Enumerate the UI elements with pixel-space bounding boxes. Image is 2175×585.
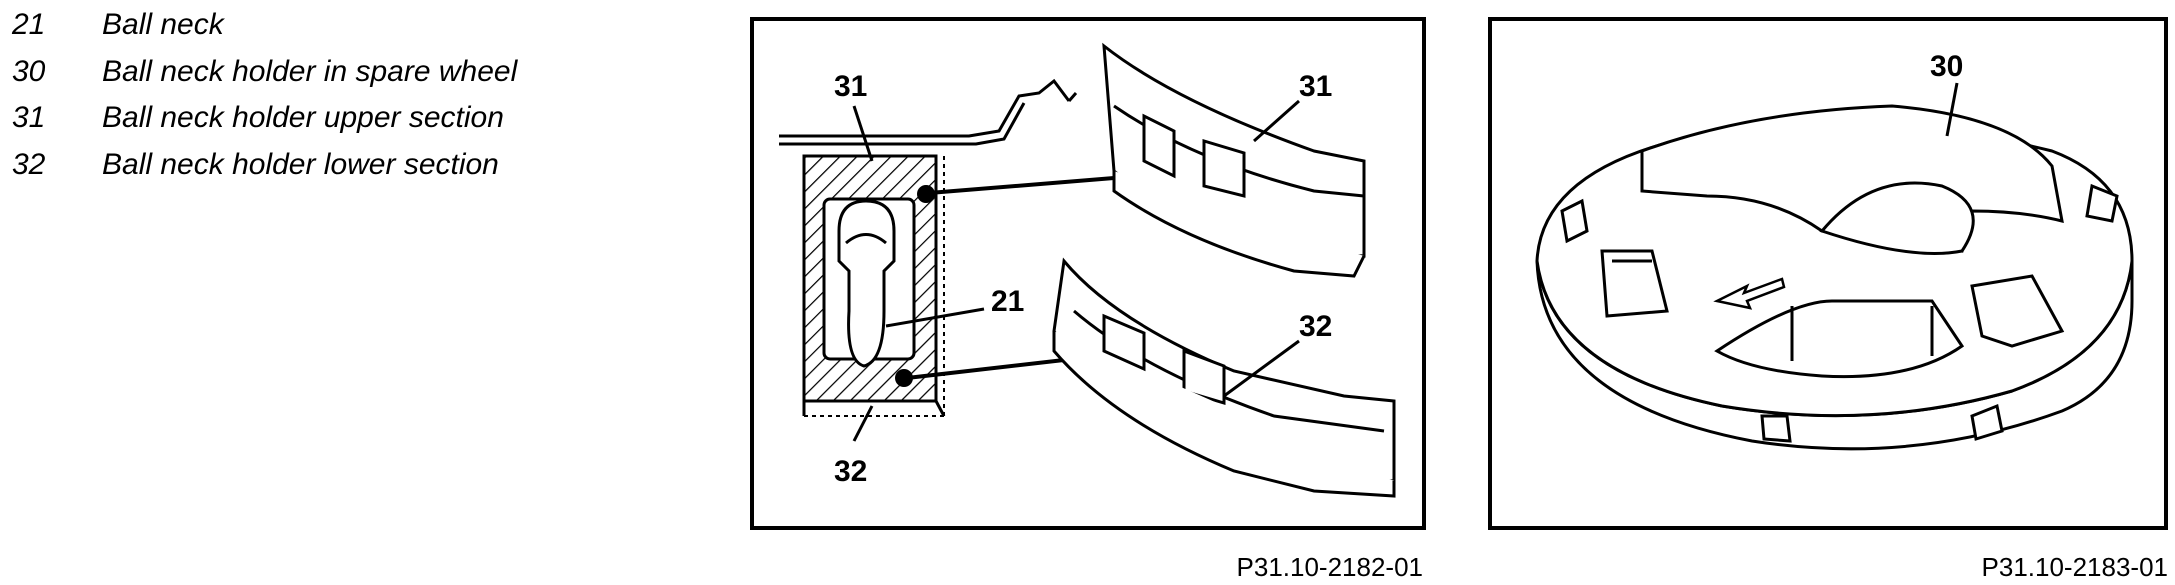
upper-section-part: [1102, 42, 1366, 278]
legend-number: 32: [12, 147, 46, 181]
callout-32-lower-right: 32: [1299, 310, 1332, 343]
callout-31-upper-left: 31: [834, 70, 867, 103]
callout-32-lower-left: 32: [834, 455, 867, 488]
legend-number: 21: [12, 8, 46, 42]
section-drawing: 31 31 21 32 32: [779, 42, 1396, 498]
leader-lines: [852, 99, 1300, 442]
legend-text: Ball neck holder upper section: [102, 101, 504, 135]
ball-neck-drawing: [837, 199, 896, 368]
legend-text: Ball neck: [102, 8, 224, 42]
vehicle-floor-outline: [779, 78, 1078, 146]
callout-21-ball-neck: 21: [991, 285, 1024, 318]
legend-number: 30: [12, 54, 46, 88]
legend-item: 31 Ball neck holder upper section: [8, 95, 517, 142]
figure-2-caption: P31.10-2183-01: [1981, 552, 2168, 582]
legend-text: Ball neck holder lower section: [102, 147, 499, 181]
legend: 21 Ball neck 30 Ball neck holder in spar…: [8, 2, 517, 188]
lower-section-part: [1052, 257, 1396, 498]
figure-1-caption: P31.10-2182-01: [1236, 552, 1423, 582]
leader-line: [1945, 82, 1959, 137]
spare-wheel-holder-drawing: 30: [1535, 50, 2134, 451]
legend-item: 21 Ball neck: [8, 2, 517, 49]
callout-30-holder: 30: [1930, 50, 1963, 83]
figure-holder-in-spare-wheel: 30: [1488, 17, 2168, 530]
figure-ball-neck-holder-section: 31 31 21 32 32: [750, 17, 1426, 530]
legend-item: 30 Ball neck holder in spare wheel: [8, 49, 517, 96]
callout-31-upper-right: 31: [1299, 70, 1332, 103]
legend-item: 32 Ball neck holder lower section: [8, 142, 517, 189]
legend-number: 31: [12, 101, 46, 135]
legend-text: Ball neck holder in spare wheel: [102, 54, 518, 88]
holder-30-drawing: [1535, 104, 2134, 451]
